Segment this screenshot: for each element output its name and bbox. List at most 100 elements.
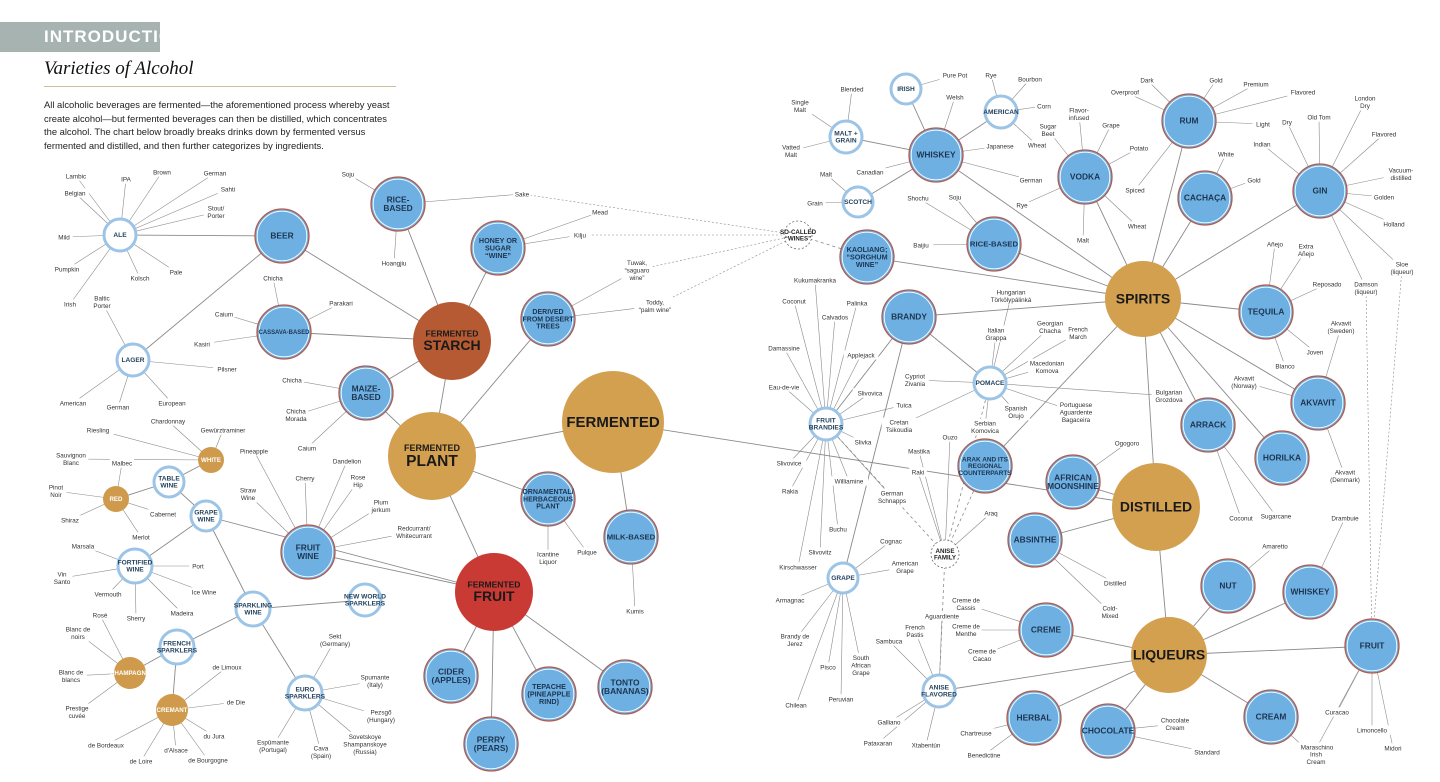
- leaf-label-bg: [982, 325, 1010, 343]
- section-tab: INTRODUCTION: [0, 22, 185, 52]
- leaf-label-bg: [873, 717, 905, 727]
- leaf-text: Potato: [1130, 145, 1149, 152]
- leaf-text: Akvavit(Sweden): [1328, 321, 1355, 335]
- node-inner-ring: [1047, 456, 1099, 508]
- leaf-text: du Jura: [203, 733, 225, 740]
- leaf-text: Dandelion: [333, 458, 362, 465]
- leaf-text: Mild: [58, 234, 70, 241]
- leaf-label: Coconut: [780, 296, 808, 306]
- leaf-text: Palinka: [847, 300, 868, 307]
- leaf-text: Shochu: [907, 195, 929, 202]
- leaf-label-bg: [1348, 279, 1384, 297]
- node-cassava: CASSAVA-BASED: [256, 304, 312, 360]
- leaf-text: Lambic: [66, 173, 86, 180]
- node-label: LAGER: [121, 357, 144, 364]
- leaf-label-bg: [156, 398, 188, 408]
- leaf-label: Kirschwasser: [775, 562, 821, 572]
- leaf-text: Slivka: [855, 439, 872, 446]
- leaf-spoke: [944, 436, 951, 555]
- node-label: FERMENTED: [566, 414, 660, 431]
- leaf-label-bg: [921, 611, 963, 621]
- leaf-label: Gold: [1245, 175, 1263, 185]
- leaf-label-bg: [63, 171, 89, 181]
- leaf-text: Cherry: [296, 475, 316, 482]
- leaf-label-bg: [830, 476, 868, 486]
- node-label: SPIRITS: [1116, 291, 1170, 307]
- leaf-label-bg: [843, 298, 871, 308]
- leaf-text: Dark: [1140, 77, 1154, 84]
- leaf-label-bg: [574, 547, 600, 557]
- leaf-dashed-link: [636, 234, 799, 271]
- leaf-label-bg: [1018, 175, 1044, 185]
- leaf-text: Sherry: [127, 615, 146, 622]
- leaf-text: Eau-de-vie: [769, 384, 800, 391]
- edge-spirits-whiskey: [935, 154, 1144, 300]
- leaf-label-bg: [325, 298, 357, 308]
- leaf-text: Joven: [1307, 349, 1324, 356]
- leaf-label-bg: [843, 350, 879, 360]
- leaf-text: Slivovitz: [808, 549, 831, 556]
- leaf-text: Malt: [1077, 237, 1089, 244]
- node-circle: [370, 176, 426, 232]
- leaf-label: Blended: [838, 84, 866, 94]
- leaf-label-bg: [860, 738, 896, 748]
- leaf-label-bg: [1126, 143, 1152, 153]
- leaf-label-bg: [189, 561, 207, 571]
- leaf-text: German: [204, 170, 227, 177]
- node-label: WHITE: [201, 457, 221, 464]
- leaf-label-bg: [1026, 140, 1048, 150]
- leaf-label-bg: [847, 652, 875, 678]
- leaf-label-bg: [1207, 75, 1225, 85]
- leaf-text: Pumpkin: [55, 266, 80, 273]
- leaf-label-bg: [296, 443, 318, 453]
- leaf-spoke: [819, 423, 827, 553]
- leaf-text: Soju: [342, 171, 355, 178]
- node-label: AKVAVIT: [1300, 398, 1336, 408]
- leaf-text: Coconut: [1229, 515, 1253, 522]
- node-inner-ring: [1163, 95, 1215, 147]
- leaf-label: Slivovitz: [802, 547, 838, 557]
- leaf-text: Bourbon: [1018, 76, 1042, 83]
- leaf-text: de Bordeaux: [88, 742, 125, 749]
- node-label: VODKA: [1070, 172, 1100, 182]
- leaf-label-bg: [283, 406, 309, 424]
- node-maize: MAIZE-BASED: [338, 365, 394, 421]
- leaf-label-bg: [1384, 259, 1420, 277]
- leaf-text: Pataxaran: [864, 740, 893, 747]
- node-inner-ring: [256, 210, 308, 262]
- leaf-label: Brown: [151, 167, 173, 177]
- leaf-label-bg: [105, 402, 131, 412]
- leaf-text: Rakia: [782, 488, 799, 495]
- leaf-text: Canadian: [857, 169, 884, 176]
- node-inner-ring: [1245, 691, 1297, 743]
- node-circle: [1254, 430, 1310, 486]
- leaf-text: Irish: [64, 301, 76, 308]
- leaf-label-bg: [1242, 79, 1270, 89]
- leaf-text: Midori: [1384, 745, 1401, 752]
- node-circle: [930, 539, 960, 569]
- leaf-label-bg: [1311, 279, 1343, 289]
- leaf-text: Vacuum-distilled: [1389, 168, 1414, 182]
- leaf-label-bg: [1380, 743, 1406, 753]
- leaf-label-bg: [780, 296, 808, 306]
- leaf-text: de Loire: [130, 758, 153, 765]
- node-circle: [1200, 558, 1256, 614]
- leaf-label-bg: [881, 417, 917, 435]
- node-label: AMERICAN: [983, 109, 1019, 116]
- node-label: BEER: [270, 231, 293, 241]
- node-grape-r: GRAPE: [826, 561, 860, 595]
- node-inner-ring: [522, 473, 574, 525]
- leaf-label-bg: [378, 258, 410, 268]
- leaf-label-bg: [1126, 221, 1148, 231]
- leaf-text: Galliano: [877, 719, 901, 726]
